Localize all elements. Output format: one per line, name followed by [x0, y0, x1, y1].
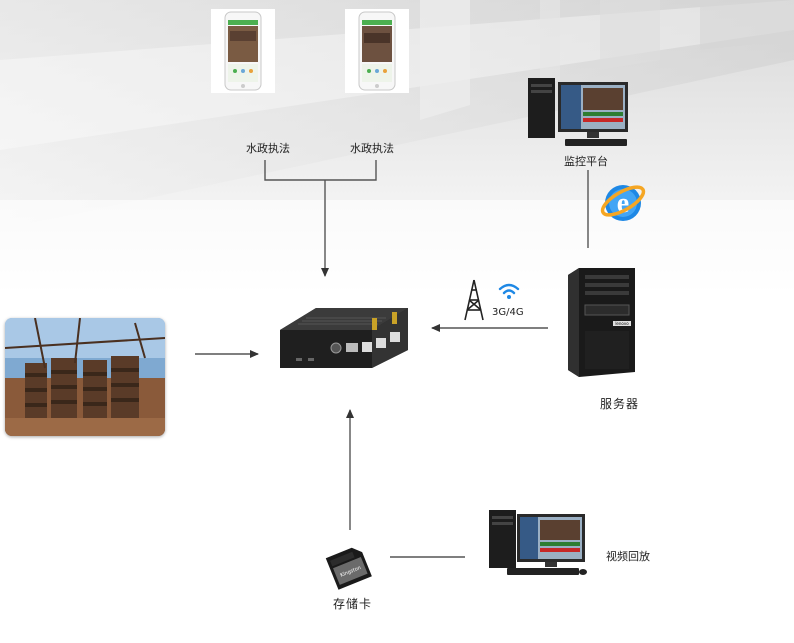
playback-label: 视频回放	[606, 550, 650, 563]
photo-image	[5, 318, 165, 436]
phone-left	[211, 9, 275, 93]
server-icon: lenovo	[568, 268, 635, 377]
phone-left-label: 水政执法	[246, 142, 290, 155]
monitor-platform-pc	[525, 76, 633, 150]
dvr-icon	[280, 308, 408, 368]
desktop-computer-icon	[528, 78, 628, 146]
phone-right	[345, 9, 409, 93]
smartphone-icon	[358, 11, 396, 91]
internet-explorer-icon: e	[598, 177, 648, 227]
smartphone-icon	[224, 11, 262, 91]
site-photo	[5, 318, 165, 436]
mobile-dvr-device	[276, 300, 412, 372]
cell-tower-icon	[462, 278, 486, 322]
playback-pc	[487, 508, 595, 578]
sd-card-icon: Kingston	[325, 547, 372, 590]
storage-label: 存储卡	[333, 597, 373, 611]
network-label: 3G/4G	[492, 307, 524, 318]
wifi-icon	[498, 281, 520, 301]
desktop-computer-icon	[489, 510, 587, 575]
server-brand: lenovo	[615, 321, 629, 326]
phones-bracket-line	[264, 160, 377, 181]
monitor-platform-label: 监控平台	[564, 155, 608, 168]
server-label: 服务器	[600, 397, 640, 411]
server-tower: lenovo	[565, 265, 637, 380]
sd-card: Kingston	[320, 540, 378, 590]
phone-right-label: 水政执法	[350, 142, 394, 155]
